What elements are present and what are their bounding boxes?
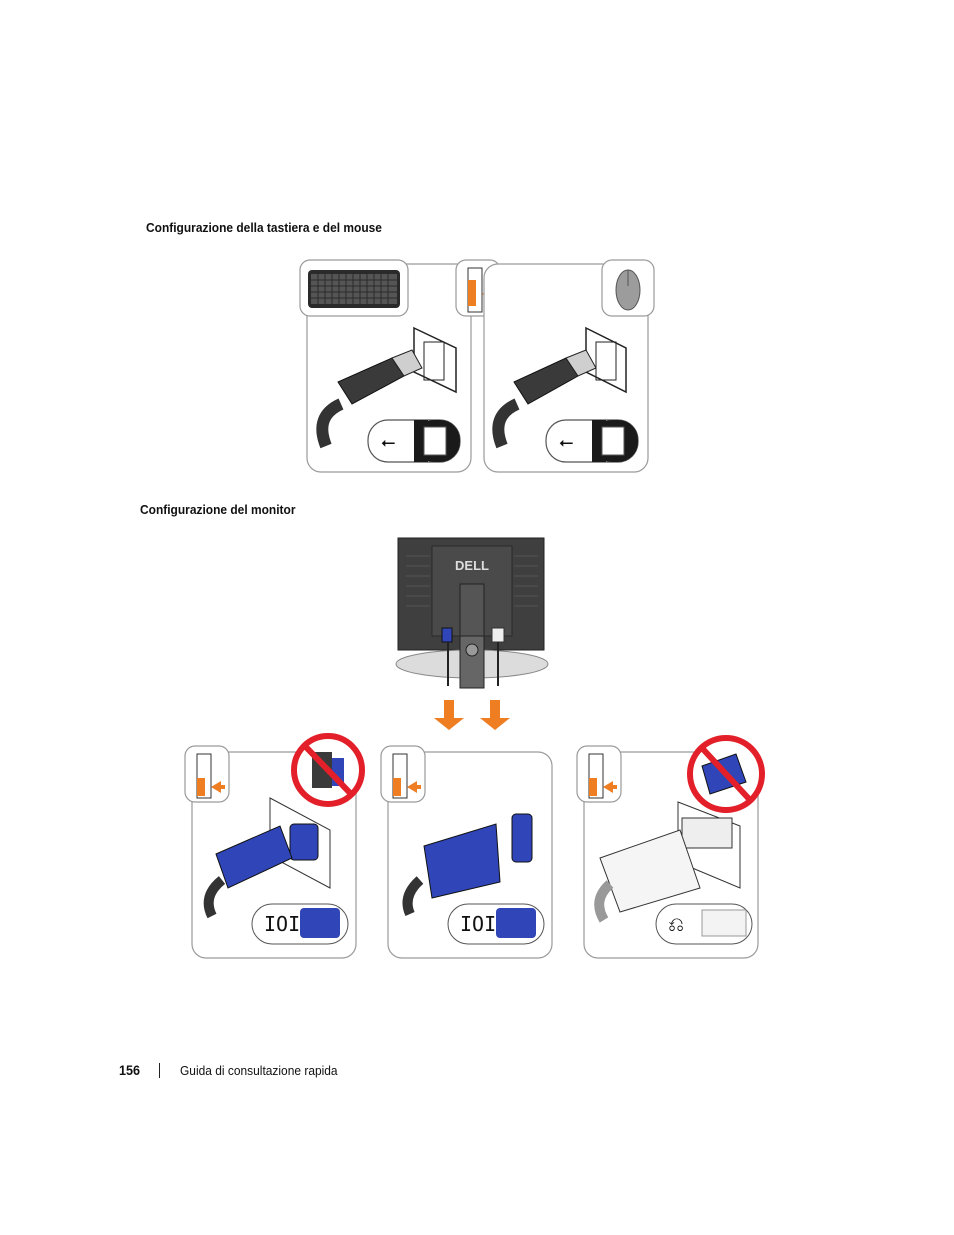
dvi-panel-right: ⎌ — [576, 735, 765, 959]
page-number: 156 — [119, 1062, 141, 1078]
keyboard-mouse-figure: ⭠ ⭠ — [299, 259, 655, 473]
vga-panel-middle: IOI — [380, 745, 553, 959]
dvi-symbol-icon: ⎌ — [668, 912, 684, 936]
monitor-back: DELL — [395, 537, 549, 689]
footer-separator — [159, 1063, 160, 1078]
vga-panel-left: IOI — [184, 733, 365, 959]
monitor-figure: DELL IOI — [184, 537, 765, 959]
footer-doc-title: Guida di consultazione rapida — [180, 1063, 338, 1078]
svg-text:⭠: ⭠ — [381, 432, 395, 453]
down-arrow-icon — [434, 700, 510, 730]
usb-plug-right — [492, 326, 627, 449]
usb-symbol-badge-right: ⭠ — [545, 419, 639, 463]
vga-symbol-icon: IOI — [264, 912, 300, 936]
svg-text:⭠: ⭠ — [559, 432, 573, 453]
keyboard-icon — [299, 259, 409, 317]
svg-text:IOI: IOI — [460, 912, 496, 936]
monitor-logo: DELL — [455, 558, 489, 573]
mouse-icon — [601, 259, 655, 317]
monitor-heading: Configurazione del monitor — [140, 502, 296, 517]
keyboard-mouse-heading: Configurazione della tastiera e del mous… — [146, 220, 382, 235]
usb-plug-left — [316, 326, 457, 449]
usb-symbol-badge-left: ⭠ — [367, 419, 461, 463]
